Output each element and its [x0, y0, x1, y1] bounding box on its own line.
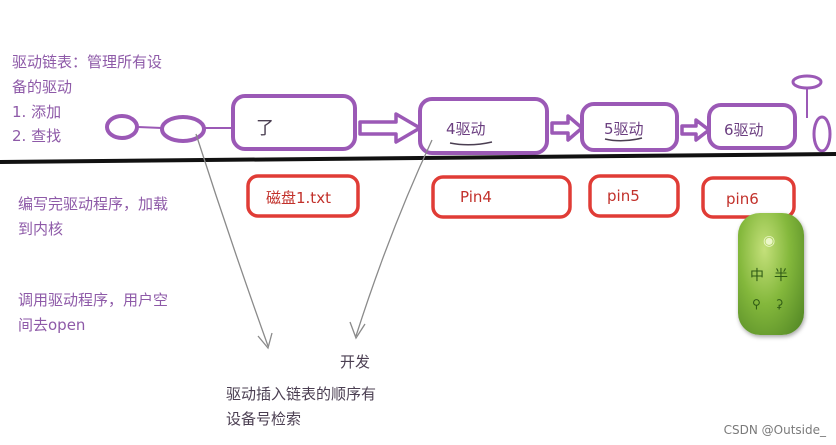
green-tag-widget: ◉ 中半 ⚲⚳ [738, 213, 804, 335]
underline-4 [450, 142, 492, 145]
red-label-pin4: Pin4 [460, 188, 492, 206]
note-compile-load: 编写完驱动程序，加载 到内核 [18, 192, 168, 242]
tail-oval-right [814, 117, 830, 151]
widget-mid-text: 中半 [750, 265, 798, 285]
red-label-pin5: pin5 [607, 187, 640, 205]
watermark-text: CSDN @Outside_ [724, 423, 826, 437]
note-insert-order: 驱动插入链表的顺序有 设备号检索 [226, 382, 376, 432]
red-label-disk: 磁盘1.txt [266, 187, 331, 208]
note-dev: 开发 [340, 350, 370, 375]
pointer-arrow-left-head [258, 333, 272, 348]
divider-line [0, 154, 836, 162]
arrow-5-to-6 [682, 120, 709, 140]
node-first-box [233, 96, 355, 149]
red-label-pin6: pin6 [726, 190, 759, 208]
widget-bottom-icon: ⚲⚳ [752, 297, 798, 311]
node-4-label: 4驱动 [446, 118, 486, 139]
node-5-label: 5驱动 [604, 118, 644, 139]
note-call-open: 调用驱动程序，用户空 间去open [18, 288, 168, 338]
node-first-label: 了 [256, 114, 274, 140]
pointer-arrow-left [196, 134, 268, 346]
note-driver-list: 驱动链表：管理所有设 备的驱动 1. 添加 2. 查找 [12, 50, 162, 149]
arrow-4-to-5 [552, 116, 582, 140]
arrow-first-to-4 [360, 114, 420, 142]
tail-oval-top [793, 76, 821, 88]
widget-top-icon: ◉ [763, 233, 775, 249]
pointer-arrow-right [356, 140, 432, 336]
red-box-pin4 [433, 177, 570, 217]
node-6-label: 6驱动 [724, 119, 764, 140]
